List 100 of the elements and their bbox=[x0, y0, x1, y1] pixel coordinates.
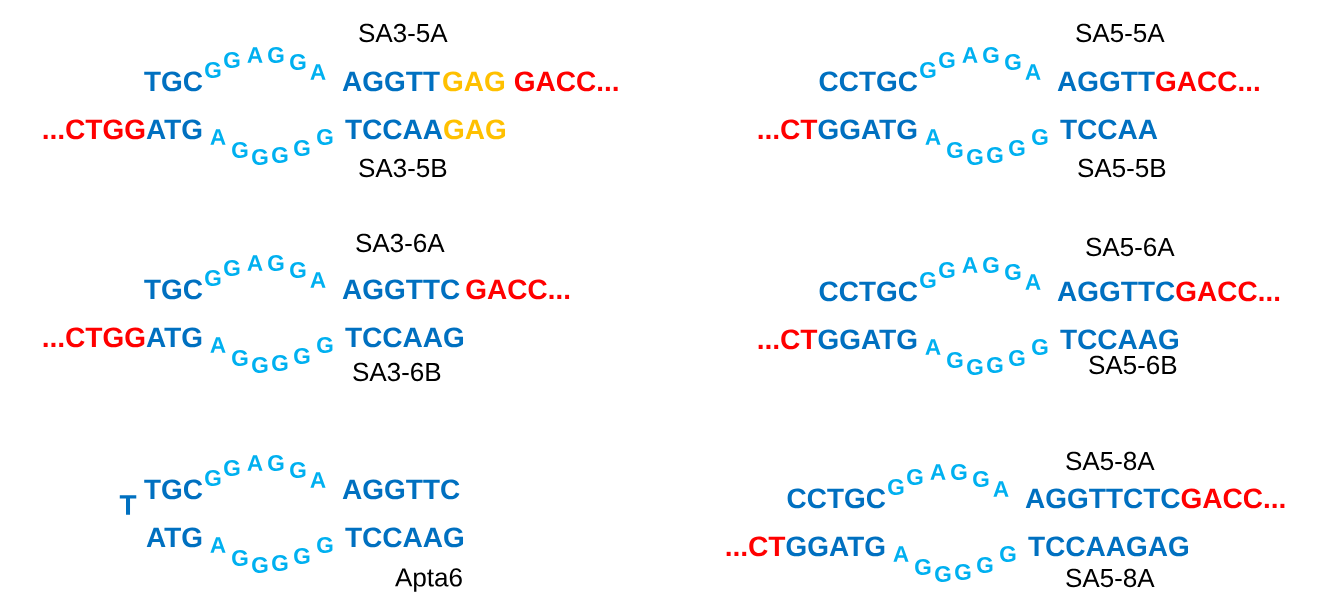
loop-letter: A bbox=[1025, 64, 1041, 80]
loop-letter: G bbox=[290, 261, 306, 279]
loop-letter: G bbox=[272, 354, 288, 372]
loop-letter: G bbox=[224, 459, 240, 477]
sequence-text: ...CT bbox=[758, 119, 818, 140]
loop-letter: G bbox=[973, 470, 989, 488]
sequence-text: ...CTGG bbox=[43, 327, 145, 348]
sequence-text: ...CT bbox=[758, 329, 818, 350]
loop-letter: G bbox=[317, 536, 333, 554]
loop-letter: A bbox=[310, 472, 326, 488]
sequence-text: TCCAA bbox=[1060, 119, 1158, 140]
sequence-text: GACC... bbox=[466, 279, 570, 300]
loop-letter: G bbox=[232, 549, 248, 567]
loop-letter: G bbox=[290, 53, 306, 71]
sequence-text: CCTGC bbox=[819, 71, 918, 92]
sequence-text: GAG bbox=[443, 71, 505, 92]
loop-letter: G bbox=[232, 349, 248, 367]
loop-letter: G bbox=[272, 554, 288, 572]
sequence-text: ATG bbox=[146, 327, 202, 348]
sequence-text: AGGTTC bbox=[342, 479, 460, 500]
sequence-text: ATG bbox=[146, 119, 202, 140]
loop-letter: G bbox=[920, 271, 936, 289]
loop-letter: G bbox=[268, 46, 284, 64]
aptamer-label: SA5-8A bbox=[1066, 568, 1155, 588]
loop-letter: G bbox=[252, 356, 268, 374]
loop-letter: G bbox=[977, 556, 993, 574]
loop-letter: G bbox=[987, 356, 1003, 374]
loop-letter: A bbox=[210, 337, 226, 353]
loop-letter: A bbox=[310, 272, 326, 288]
loop-letter: G bbox=[1005, 263, 1021, 281]
loop-letter: G bbox=[983, 46, 999, 64]
loop-letter: G bbox=[1005, 53, 1021, 71]
loop-letter: G bbox=[294, 139, 310, 157]
loop-letter: G bbox=[1009, 139, 1025, 157]
aptamer-label: SA5-8A bbox=[1066, 451, 1155, 471]
loop-letter: G bbox=[272, 146, 288, 164]
sequence-text: AGGTT bbox=[1057, 71, 1155, 92]
loop-letter: G bbox=[268, 254, 284, 272]
aptamer-label: SA3-5A bbox=[359, 23, 448, 43]
loop-letter: A bbox=[1025, 274, 1041, 290]
aptamer-label: SA3-6B bbox=[353, 362, 441, 382]
sequence-text: TCCAAG bbox=[1060, 329, 1178, 350]
sequence-text: AGGTTC bbox=[1057, 281, 1175, 302]
sequence-text: GGATG bbox=[818, 119, 917, 140]
loop-letter: A bbox=[247, 255, 263, 271]
loop-letter: G bbox=[232, 141, 248, 159]
aptamer-label: SA3-5B bbox=[359, 158, 447, 178]
loop-letter: A bbox=[930, 464, 946, 480]
loop-letter: G bbox=[955, 563, 971, 581]
loop-letter: G bbox=[1032, 128, 1048, 146]
loop-letter: G bbox=[1000, 545, 1016, 563]
sequence-text: TGC bbox=[144, 279, 203, 300]
loop-letter: G bbox=[967, 358, 983, 376]
sequence-text: GACC... bbox=[1156, 71, 1259, 92]
loop-letter: G bbox=[294, 347, 310, 365]
loop-letter: A bbox=[925, 129, 941, 145]
sequence-text: ...CTGG bbox=[43, 119, 145, 140]
aptamer-label: SA5-6A bbox=[1086, 237, 1175, 257]
loop-letter: A bbox=[925, 339, 941, 355]
loop-letter: G bbox=[951, 463, 967, 481]
loop-letter: G bbox=[947, 351, 963, 369]
sequence-text: ATG bbox=[146, 527, 202, 548]
loop-letter: G bbox=[987, 146, 1003, 164]
loop-letter: G bbox=[317, 336, 333, 354]
loop-letter: G bbox=[888, 478, 904, 496]
aptamer-label: SA5-5A bbox=[1076, 23, 1165, 43]
sequence-text: CCTGC bbox=[819, 281, 918, 302]
loop-letter: G bbox=[290, 461, 306, 479]
sequence-text: GACC... bbox=[1181, 488, 1285, 509]
sequence-text: AGGTTC bbox=[342, 279, 460, 300]
loop-letter: G bbox=[915, 558, 931, 576]
loop-letter: A bbox=[893, 546, 909, 562]
loop-letter: G bbox=[268, 454, 284, 472]
sequence-text: GACC... bbox=[1176, 281, 1280, 302]
sequence-text: TCCAA bbox=[345, 119, 443, 140]
sequence-text: TCCAAGAG bbox=[1028, 536, 1188, 557]
loop-letter: A bbox=[962, 47, 978, 63]
loop-letter: A bbox=[247, 455, 263, 471]
loop-letter: G bbox=[205, 269, 221, 287]
loop-letter: G bbox=[907, 468, 923, 486]
sequence-text: AGGTT bbox=[342, 71, 440, 92]
loop-letter: G bbox=[983, 256, 999, 274]
loop-letter: A bbox=[247, 47, 263, 63]
sequence-text: GGATG bbox=[818, 329, 917, 350]
loop-letter: G bbox=[967, 148, 983, 166]
loop-letter: G bbox=[205, 469, 221, 487]
sequence-text: GGATG bbox=[786, 536, 885, 557]
sequence-text: AGGTTCTC bbox=[1025, 488, 1180, 509]
loop-letter: G bbox=[205, 61, 221, 79]
sequence-text: T bbox=[119, 495, 137, 515]
sequence-text: GACC... bbox=[514, 71, 618, 92]
sequence-text: CCTGC bbox=[787, 488, 886, 509]
loop-letter: A bbox=[962, 257, 978, 273]
sequence-text: ...CT bbox=[726, 536, 786, 557]
loop-letter: G bbox=[935, 565, 951, 583]
aptamer-label: SA3-6A bbox=[356, 233, 445, 253]
loop-letter: A bbox=[210, 129, 226, 145]
loop-letter: G bbox=[939, 261, 955, 279]
loop-letter: G bbox=[224, 51, 240, 69]
loop-letter: G bbox=[920, 61, 936, 79]
